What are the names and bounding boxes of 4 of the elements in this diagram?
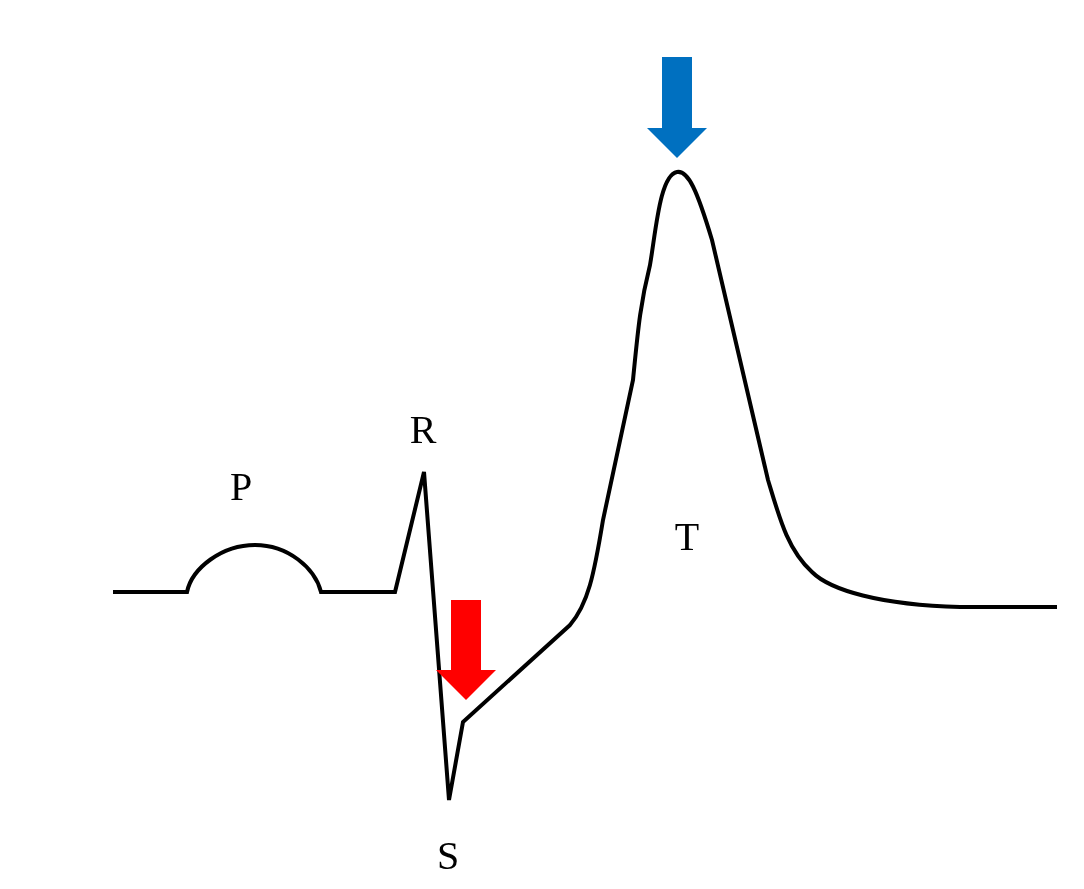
wave-label: R <box>409 410 437 450</box>
wave-label: P <box>229 467 253 507</box>
wave-label: T <box>674 517 700 557</box>
wave-label: S <box>436 836 460 876</box>
